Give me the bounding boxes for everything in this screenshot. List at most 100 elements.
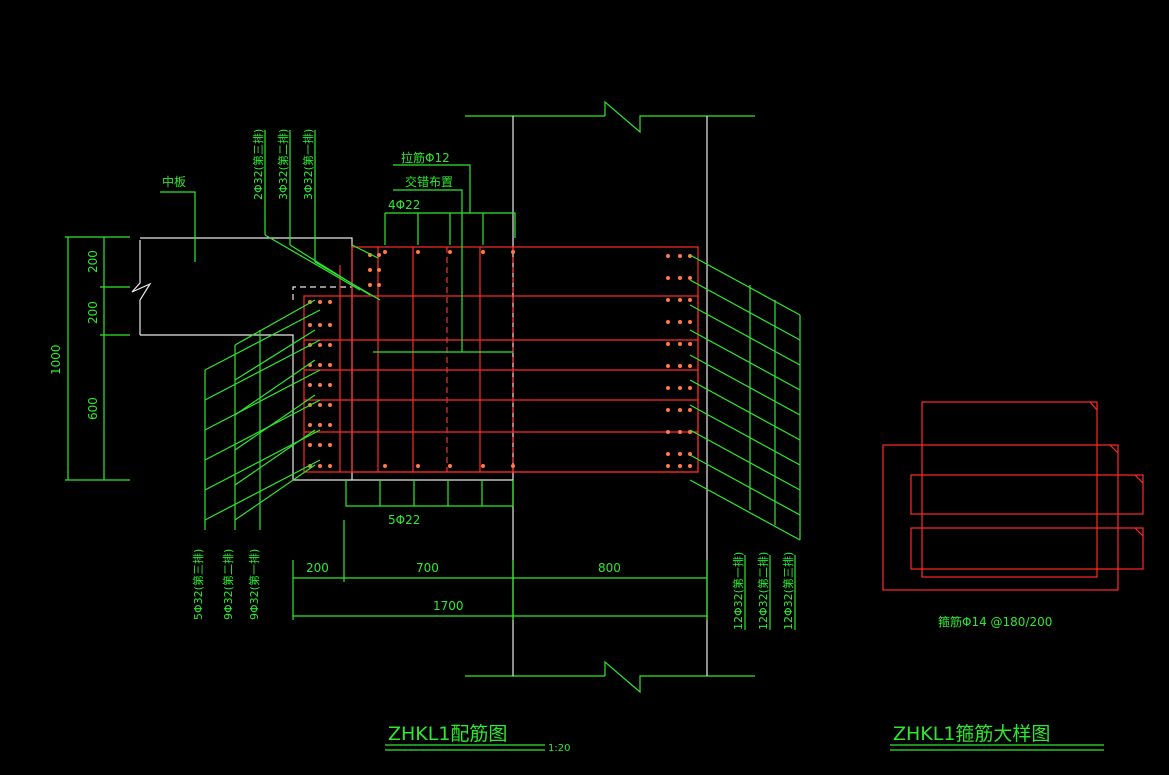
right-side-layer-1: 12Φ32(第一排) xyxy=(731,552,745,630)
rebar-dot xyxy=(678,364,682,368)
rebar-dot xyxy=(678,298,682,302)
rebar-dot xyxy=(318,403,322,407)
rebar-dot xyxy=(377,253,381,257)
main-drawing-title: ZHKL1配筋图 xyxy=(388,723,507,745)
rebar-dot xyxy=(368,283,372,287)
rebar-dot xyxy=(666,464,670,468)
dim-200-horizontal: 200 xyxy=(306,561,329,575)
rebar-dot xyxy=(688,386,692,390)
rebar-dot xyxy=(308,423,312,427)
slab-label: 中板 xyxy=(162,174,186,189)
rebar-dot xyxy=(328,464,332,468)
left-side-layer-1: 9Φ32(第一排) xyxy=(247,549,261,620)
column-outline xyxy=(465,100,755,694)
rebar-dot xyxy=(328,423,332,427)
beam-outline xyxy=(131,237,513,481)
rebar-dot xyxy=(678,386,682,390)
rebar-dot xyxy=(688,408,692,412)
rebar-dot xyxy=(688,320,692,324)
rebar-dot xyxy=(666,364,670,368)
rebar-dot xyxy=(328,300,332,304)
dim-1000: 1000 xyxy=(49,344,63,375)
rebar-dot xyxy=(481,464,485,468)
rebar-dot xyxy=(688,298,692,302)
rebar-dot xyxy=(448,250,452,254)
rebar-dot xyxy=(416,250,420,254)
rebar-dot xyxy=(368,268,372,272)
rebar-dot xyxy=(328,443,332,447)
rebar-dot xyxy=(318,363,322,367)
rebar-dot xyxy=(511,250,515,254)
rebar-dot xyxy=(318,300,322,304)
rebar-dot xyxy=(318,383,322,387)
rebar-dot xyxy=(318,443,322,447)
rebar-leaders xyxy=(160,130,801,630)
rebar-dot xyxy=(318,423,322,427)
rebar-dot xyxy=(328,403,332,407)
rebar-dot xyxy=(377,283,381,287)
stirrup-detail-title: ZHKL1箍筋大样图 xyxy=(893,723,1050,745)
rebar-dot xyxy=(308,323,312,327)
rebar-dot xyxy=(383,464,387,468)
column-edges xyxy=(512,116,708,676)
rebar-dots xyxy=(308,250,692,468)
rebar-dot xyxy=(678,430,682,434)
left-top-layer-3: 2Φ32(第三排) xyxy=(251,129,265,200)
rebar-dot xyxy=(666,430,670,434)
dim-700: 700 xyxy=(416,561,439,575)
left-top-layer-1: 3Φ32(第一排) xyxy=(301,129,315,200)
rebar-dot xyxy=(416,464,420,468)
rebar-dot xyxy=(308,383,312,387)
rebar-dot xyxy=(688,276,692,280)
rebar-dot xyxy=(318,464,322,468)
left-top-layer-2: 3Φ32(第二排) xyxy=(276,129,290,200)
rebar-dot xyxy=(678,452,682,456)
rebar-dot xyxy=(678,276,682,280)
horizontal-dimensions xyxy=(292,520,708,620)
right-side-layer-2: 12Φ32(第二排) xyxy=(756,552,770,630)
rebar-dot xyxy=(666,342,670,346)
rebar-dot xyxy=(678,342,682,346)
rebar-dot xyxy=(678,320,682,324)
rebar-dot xyxy=(678,254,682,258)
dim-200-mid: 200 xyxy=(86,301,100,324)
dim-200-top: 200 xyxy=(86,250,100,273)
right-side-layer-3: 12Φ32(第三排) xyxy=(781,552,795,630)
rebar-dot xyxy=(328,363,332,367)
stirrup-detail-drawing xyxy=(882,401,1144,591)
rebar-dot xyxy=(383,250,387,254)
rebar-dot xyxy=(448,464,452,468)
rebar-dot xyxy=(308,443,312,447)
dim-800: 800 xyxy=(598,561,621,575)
rebar-dot xyxy=(688,464,692,468)
rebar-dot xyxy=(666,254,670,258)
scale-label: 1:20 xyxy=(548,743,570,754)
rebar-dot xyxy=(318,323,322,327)
bottom-bar-label: 5Φ22 xyxy=(388,513,420,527)
rebar-dot xyxy=(511,464,515,468)
tie-bar-arrangement: 交错布置 xyxy=(405,174,453,189)
rebar-dot xyxy=(688,364,692,368)
vertical-dimensions xyxy=(65,236,130,481)
rebar-dot xyxy=(481,250,485,254)
rebar-dot xyxy=(377,268,381,272)
rebar-dot xyxy=(666,276,670,280)
rebar-dot xyxy=(666,408,670,412)
rebar-dot xyxy=(328,343,332,347)
left-side-layer-3: 5Φ32(第三排) xyxy=(191,549,205,620)
rebar-dot xyxy=(328,323,332,327)
tie-bar-label: 拉筋Φ12 xyxy=(401,150,450,165)
dim-600: 600 xyxy=(86,397,100,420)
rebar-dot xyxy=(328,383,332,387)
dim-1700: 1700 xyxy=(433,599,464,613)
rebar-cage xyxy=(303,246,699,473)
rebar-dot xyxy=(318,343,322,347)
rebar-dot xyxy=(666,452,670,456)
stirrup-label: 箍筋Φ14 @180/200 xyxy=(938,614,1052,629)
left-side-layer-2: 9Φ32(第二排) xyxy=(221,549,235,620)
rebar-dot xyxy=(688,342,692,346)
top-bar-label: 4Φ22 xyxy=(388,198,420,212)
rebar-dot xyxy=(678,408,682,412)
rebar-dot xyxy=(678,464,682,468)
